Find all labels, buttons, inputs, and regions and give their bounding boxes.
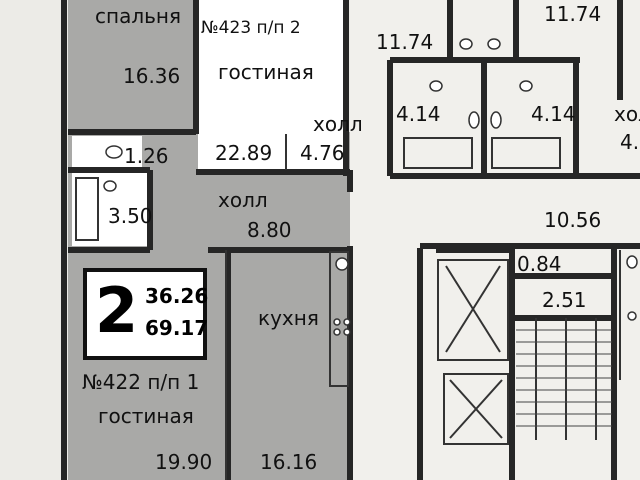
living1-area: 19.90 <box>155 450 213 474</box>
kitchen-fill <box>228 250 350 480</box>
living-area-value: 36.26 <box>145 284 209 308</box>
apt423-label: №423 п/п 2 <box>201 18 301 38</box>
area-0-84: 0.84 <box>517 252 562 276</box>
bedroom-label: спальня <box>95 4 182 28</box>
kitchen-label: кухня <box>258 306 319 330</box>
sink-icon <box>103 180 117 192</box>
toilet-icon <box>105 145 123 159</box>
area-11-74-left: 11.74 <box>376 30 434 54</box>
bath-left-area: 4.14 <box>396 102 441 126</box>
living2-label: гостиная <box>218 60 314 84</box>
bath-area: 3.50 <box>108 204 153 228</box>
total-area-value: 69.17 <box>145 316 209 340</box>
hall-top-label: холл <box>313 112 363 136</box>
right-block-fill <box>350 0 640 480</box>
hall-mid-area: 8.80 <box>247 218 292 242</box>
living1-label: гостиная <box>98 404 194 428</box>
bath-right-area: 4.14 <box>531 102 576 126</box>
living2-area: 22.89 <box>215 141 273 165</box>
stove-burner-icon <box>333 318 341 326</box>
area-11-74-right: 11.74 <box>544 2 602 26</box>
hall-right-area: 4. <box>620 130 640 154</box>
room-count: 2 <box>95 274 139 347</box>
area-10-56: 10.56 <box>544 208 602 232</box>
wc-area: 1.26 <box>124 144 169 168</box>
hall-right-label: хол <box>614 102 640 126</box>
bedroom-fill <box>68 0 196 132</box>
kitchen-area: 16.16 <box>260 450 318 474</box>
apt422-label: №422 п/п 1 <box>82 370 200 394</box>
bedroom-area: 16.36 <box>123 64 181 88</box>
area-2-51: 2.51 <box>542 288 587 312</box>
living2-fill <box>198 0 346 172</box>
hall-mid-label: холл <box>218 188 268 212</box>
apartment-summary-badge: 2 36.26 69.17 <box>83 268 209 360</box>
sink-icon <box>335 257 349 271</box>
hall-top-area: 4.76 <box>300 141 345 165</box>
